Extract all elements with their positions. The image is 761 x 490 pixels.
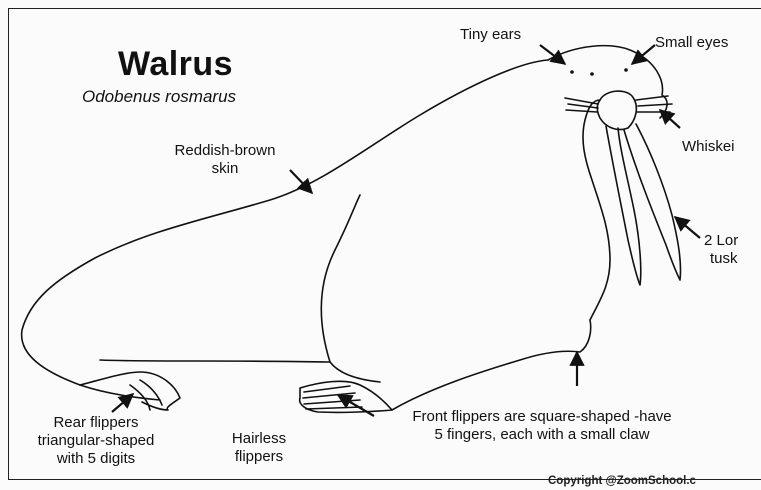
diagram-subtitle: Odobenus rosmarus	[82, 87, 236, 107]
muzzle	[597, 91, 636, 129]
label-whiskers: Whiskei	[682, 138, 735, 156]
label-rear-line3: with 5 digits	[18, 450, 174, 468]
diagram-title: Walrus	[118, 45, 233, 84]
label-hairless-flippers: Hairless flippers	[214, 430, 304, 466]
label-rear-line2: triangular-shaped	[18, 432, 174, 450]
label-reddish-brown-skin: Reddish-brown skin	[155, 142, 295, 178]
head-outline	[548, 46, 667, 118]
copyright-notice: Copyright @ZoomSchool.c	[548, 475, 696, 487]
label-skin-line2: skin	[155, 160, 295, 178]
left-tusk	[606, 126, 641, 285]
label-small-eyes: Small eyes	[655, 34, 728, 52]
eye-dot	[624, 68, 628, 72]
label-rear-flippers: Rear flippers triangular-shaped with 5 d…	[18, 414, 174, 468]
label-hairless-line1: Hairless	[214, 430, 304, 448]
label-tusks-line2: tusk	[710, 250, 738, 268]
whiskers-left	[565, 98, 598, 112]
rear-flipper-digit-lines	[130, 380, 162, 410]
arrow-tusks	[675, 217, 700, 238]
eye-dot	[590, 72, 594, 76]
ear-dot	[570, 70, 574, 74]
arrow-small-eyes	[632, 45, 655, 64]
rear-flipper	[80, 372, 180, 410]
chest-outline	[321, 195, 360, 362]
lower-body-outline	[392, 320, 591, 410]
label-tiny-ears: Tiny ears	[460, 26, 521, 44]
neck-front	[583, 100, 610, 320]
label-hairless-line2: flippers	[214, 448, 304, 466]
label-tusks-line1: 2 Lor	[704, 232, 738, 250]
label-front-line1: Front flippers are square-shaped -have	[372, 408, 712, 426]
label-skin-line1: Reddish-brown	[155, 142, 295, 160]
walrus-back-outline	[22, 60, 548, 400]
arrow-rear-flippers	[112, 394, 133, 412]
label-front-flippers: Front flippers are square-shaped -have 5…	[372, 408, 712, 444]
front-flipper-fingers	[303, 386, 362, 409]
label-front-line2: 5 fingers, each with a small claw	[372, 426, 712, 444]
label-rear-line1: Rear flippers	[18, 414, 174, 432]
belly-outline	[100, 360, 380, 382]
label-long-tusks: 2 Lor tusk	[704, 232, 738, 268]
